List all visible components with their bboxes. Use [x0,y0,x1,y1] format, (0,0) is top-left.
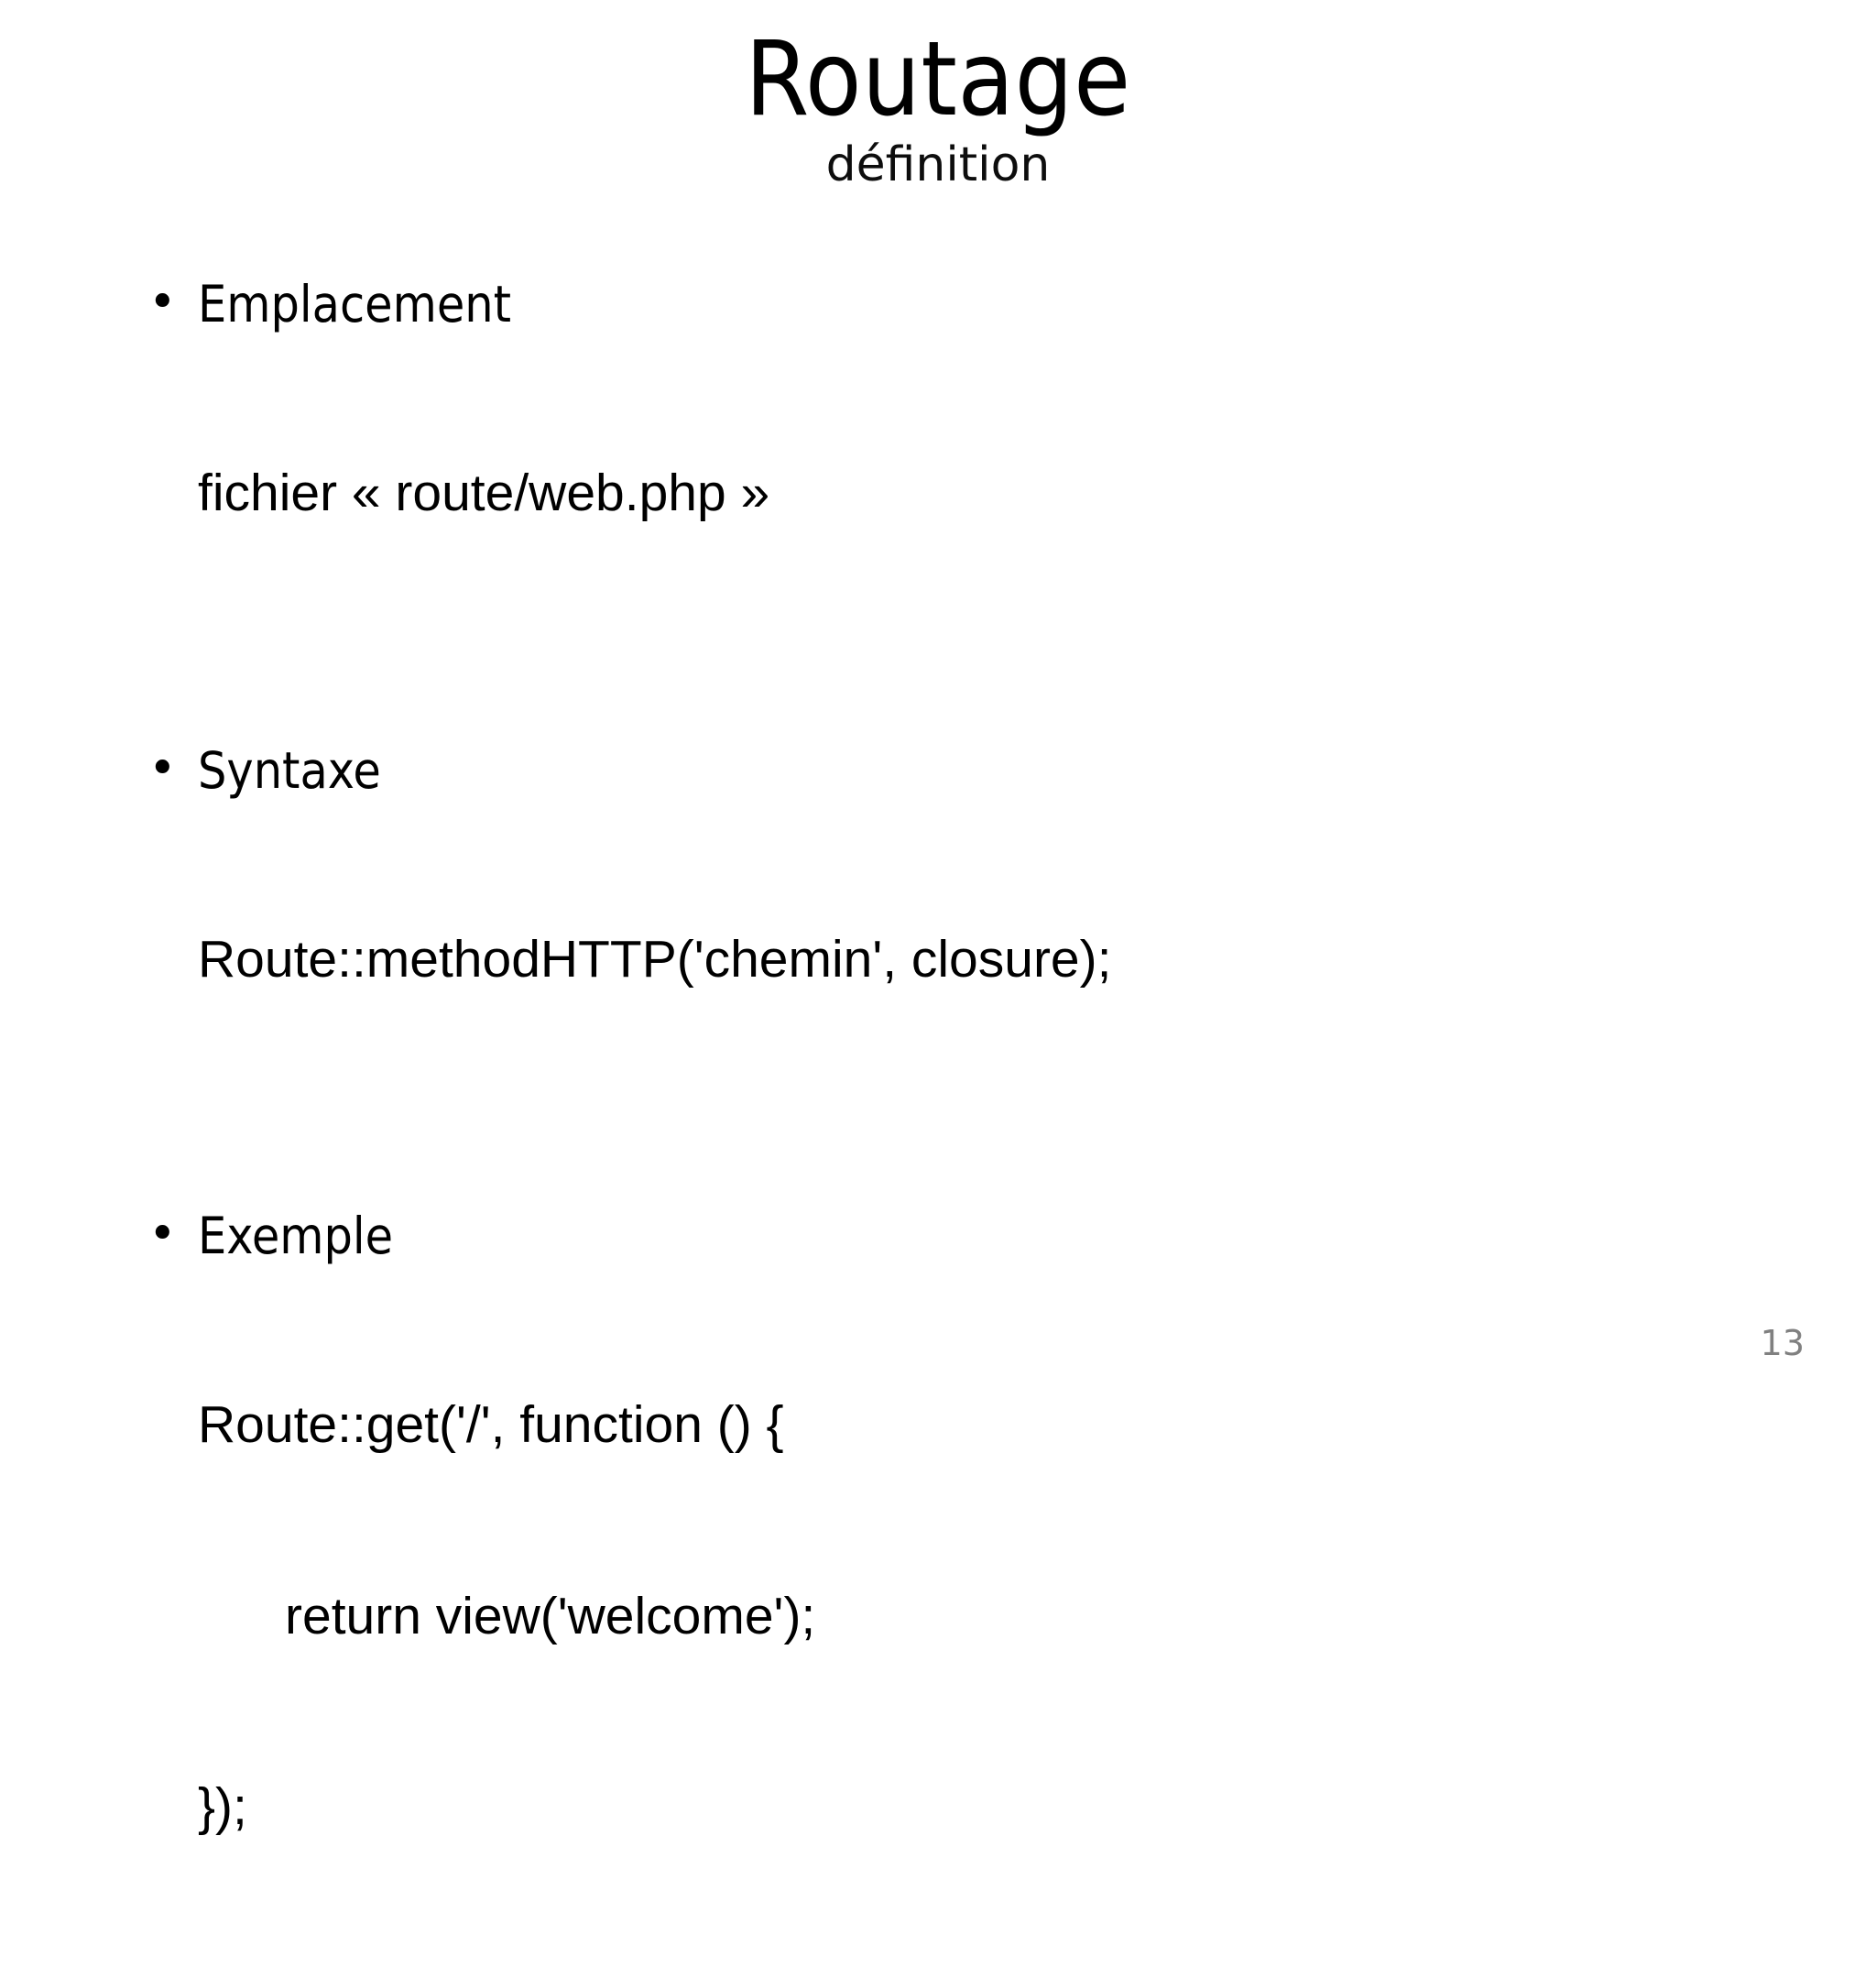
bullet-item: • Exemple [136,1207,1784,1266]
page-number: 13 [1760,1323,1805,1363]
code-line: Route::get('/', function () { [198,1395,784,1455]
code-line: fichier « route/web.php » [198,463,770,522]
bullet-label-syntaxe: Syntaxe [198,740,381,800]
slide-canvas: Routage définition • Emplacement fichier… [0,27,1876,1837]
code-line: Route::methodHTTP('chemin', closure); [198,929,1112,989]
bullet-dot-icon: • [148,740,177,796]
bullet-label-exemple: Exemple [198,1207,394,1266]
bullet-dot-icon: • [148,1207,177,1262]
bullet-dot-icon: • [148,275,177,330]
bullet-group-emplacement: • Emplacement fichier « route/web.php » [136,275,1784,653]
page-subtitle: définition [825,137,1051,193]
bullet-item: • Emplacement [136,275,1784,334]
code-line: return view('welcome'); [198,1586,816,1645]
page-title: Routage [745,20,1131,139]
code-block-syntaxe: Route::methodHTTP('chemin', closure); [136,800,1784,1119]
bullet-item: • Syntaxe [136,741,1784,801]
code-line: }); [198,1777,247,1837]
slide-body: • Emplacement fichier « route/web.php » … [136,275,1784,1967]
code-block-exemple: Route::get('/', function () { return vie… [136,1266,1784,1967]
title-block: Routage définition [0,27,1876,191]
bullet-label-emplacement: Emplacement [198,275,512,333]
code-block-emplacement: fichier « route/web.php » [136,334,1784,653]
bullet-group-exemple: • Exemple Route::get('/', function () { … [136,1207,1784,1967]
bullet-group-syntaxe: • Syntaxe Route::methodHTTP('chemin', cl… [136,741,1784,1120]
